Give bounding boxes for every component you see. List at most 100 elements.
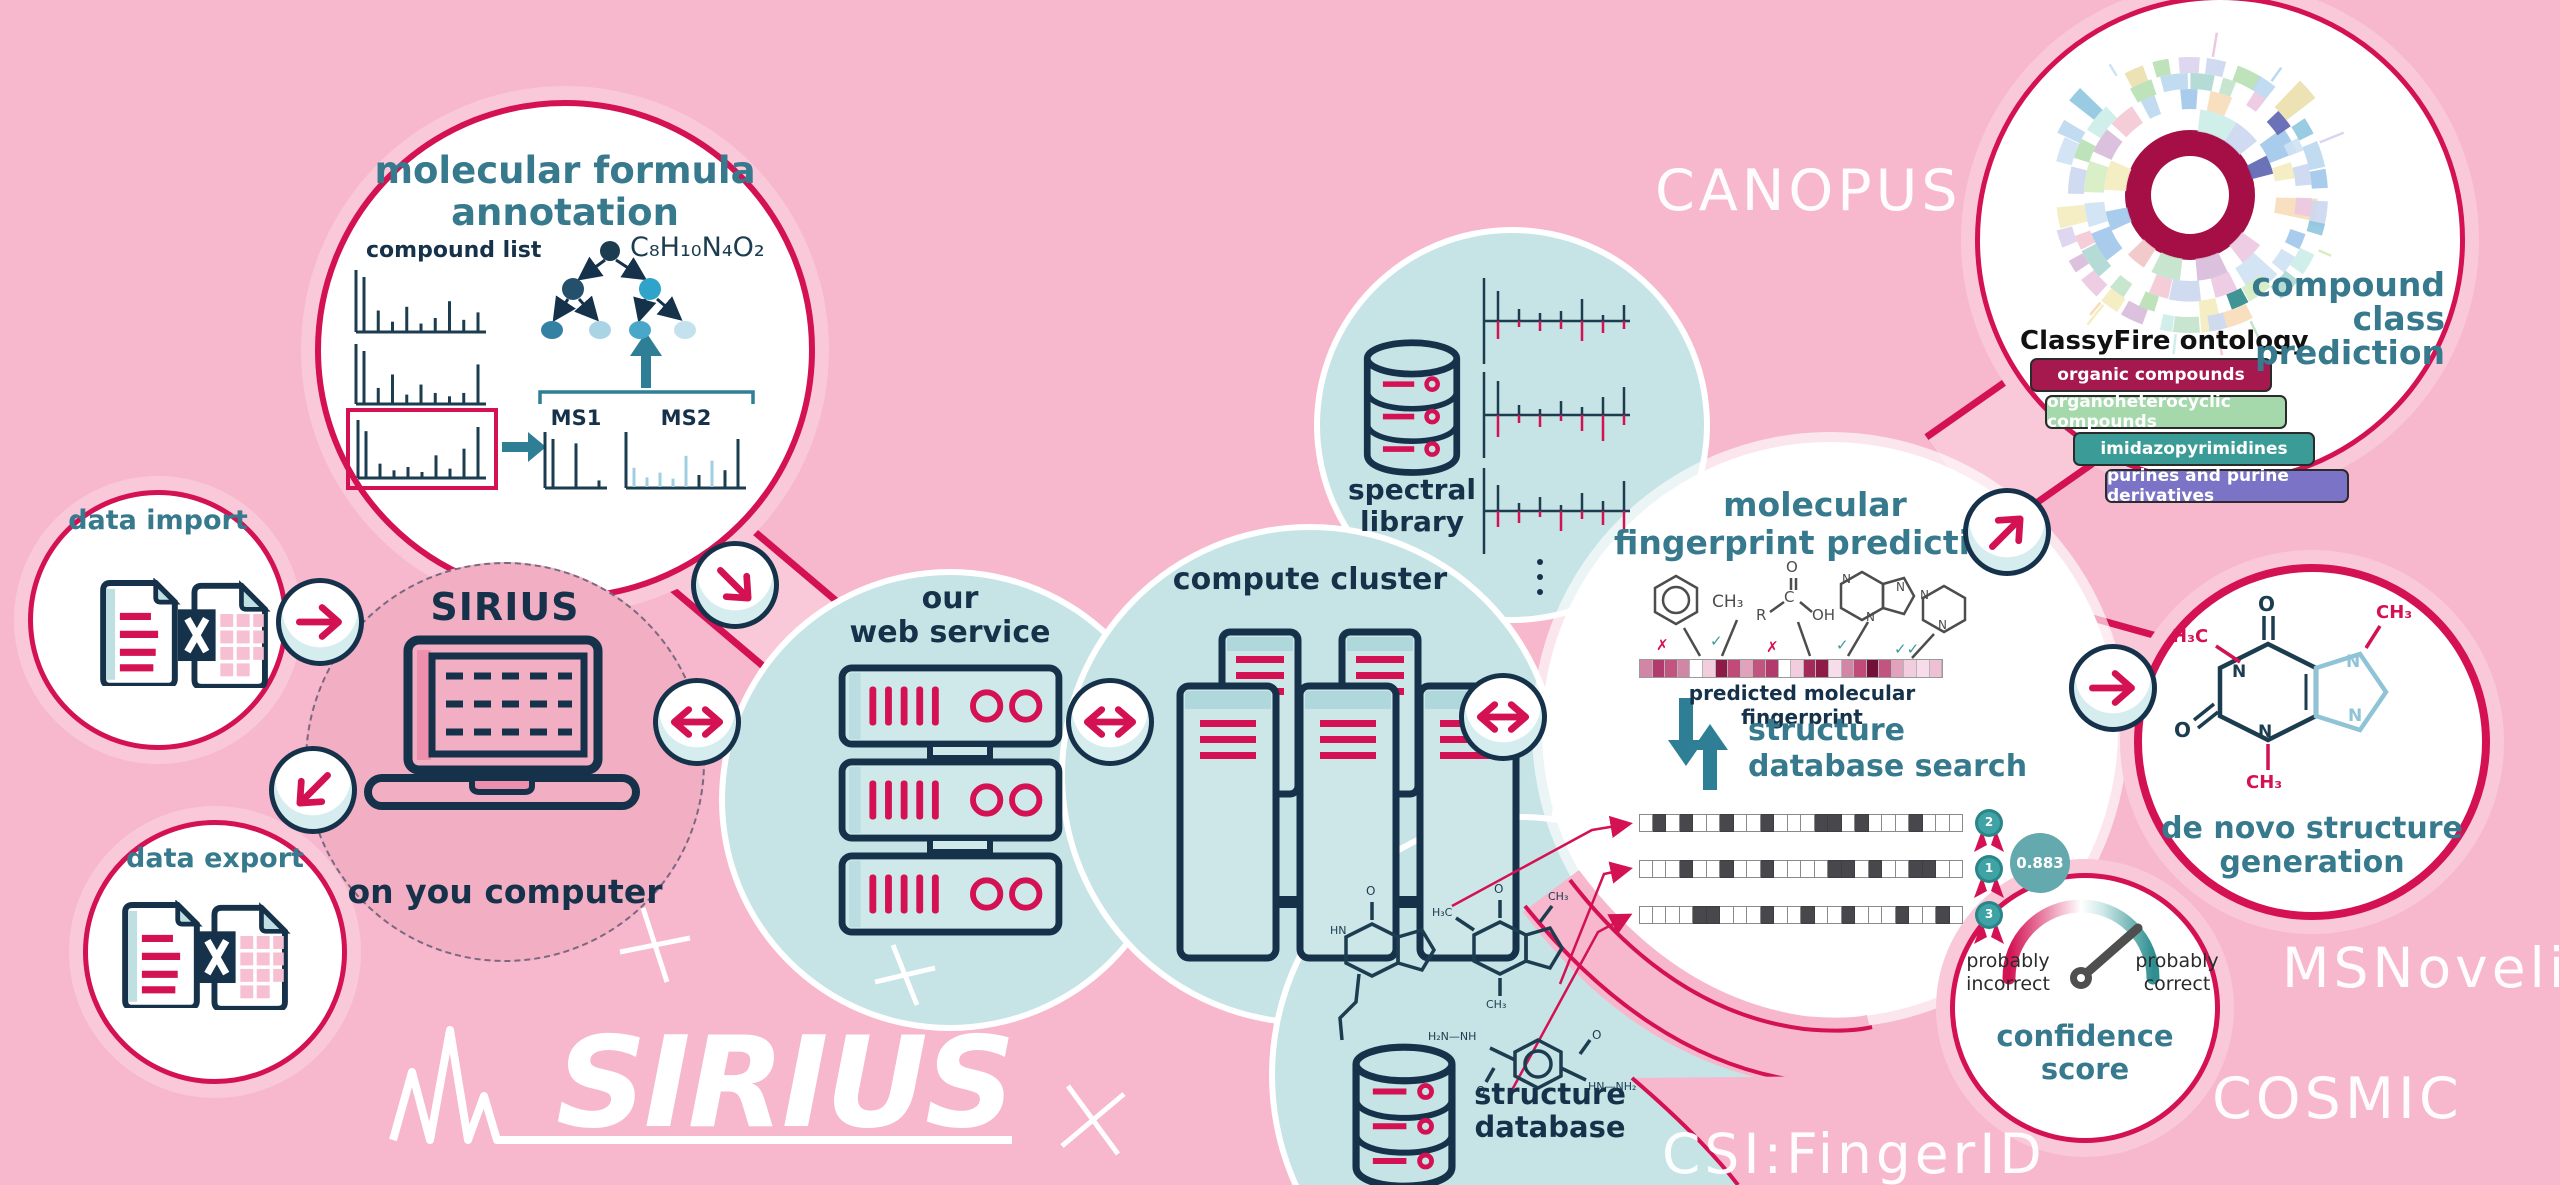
cross-mark: ✗ [1766, 638, 1779, 656]
fingerprint-bit [1747, 906, 1761, 924]
n-label: N [1920, 588, 1929, 602]
data-import-label: data import [68, 505, 248, 536]
fingerprint-bit [1733, 814, 1747, 832]
fingerprint-bit [1936, 814, 1950, 832]
probably-incorrect-label: probably incorrect [1966, 950, 2050, 995]
arrow-both-ways-icon [1066, 678, 1154, 766]
substructure-icons [1653, 570, 1967, 659]
ch3-label: CH₃ [1548, 890, 1569, 903]
compute-cluster-icon [1180, 632, 1516, 958]
spectral-library-label: spectral library [1348, 473, 1476, 538]
rank-badges [1974, 809, 2004, 944]
h2n-label: H₂N—NH [1428, 1030, 1477, 1043]
o-label: O [2258, 592, 2276, 616]
mirror-spectrum [1482, 372, 1630, 458]
hn-label: HN [1330, 924, 1347, 937]
compound-class-prediction-label: compound class prediction [2251, 265, 2445, 372]
fingerprint-bit [1922, 906, 1936, 924]
fingerprint-cell [1929, 660, 1943, 677]
arrow-down-right-icon [691, 541, 779, 629]
fingerprint-bit [1760, 860, 1774, 878]
ms1-chart [543, 432, 607, 490]
ellipsis-dots [1537, 559, 1543, 595]
fingerprint-cell [1652, 660, 1666, 677]
fingerprint-bit [1909, 814, 1923, 832]
fingerprint-bit [1720, 814, 1734, 832]
fingerprint-cell [1803, 660, 1817, 677]
n-label: N [1938, 618, 1947, 632]
fingerprint-cell [1640, 660, 1653, 677]
arrow-down-left-icon [269, 746, 357, 834]
fingerprint-bit [1841, 906, 1855, 924]
fingerprint-bit [1787, 906, 1801, 924]
o-label: O [1476, 1084, 1486, 1098]
fingerprint-bit [1855, 814, 1869, 832]
ch3-label: CH₃ [2246, 772, 2283, 793]
fingerprint-bit [1666, 814, 1680, 832]
fingerprint-bit [1814, 814, 1828, 832]
fingerprint-bit [1720, 860, 1734, 878]
cosmic-watermark: COSMIC [2212, 1066, 2463, 1132]
database-icon [1367, 343, 1457, 473]
rank-badge-label: 1 [1984, 861, 1994, 875]
server-stack-icon [842, 668, 1059, 932]
class-chip-organoheterocyclic: organoheterocyclic compounds [2045, 392, 2287, 432]
document-icon [125, 905, 197, 1008]
fingerprint-bit [1639, 906, 1653, 924]
h3c-label: H₃C [1432, 906, 1453, 919]
candidate-fingerprint-row [1639, 860, 1963, 878]
ch3-label: CH₃ [1486, 998, 1507, 1011]
fingerprint-bit [1666, 860, 1680, 878]
fingerprint-bit [1882, 860, 1896, 878]
arrow-right-icon [2069, 644, 2157, 732]
fingerprint-bit [1895, 906, 1909, 924]
n-label: N [1842, 572, 1851, 586]
fingerprint-bit [1720, 906, 1734, 924]
mirror-spectrum [1482, 468, 1630, 554]
check-mark: ✓ [1710, 632, 1723, 650]
rank-badge-label: 3 [1984, 907, 1994, 921]
canopus-watermark: CANOPUS [1655, 158, 1962, 224]
n-label: N [2346, 652, 2361, 672]
fingerprint-bit [1747, 814, 1761, 832]
fingerprint-bit [1814, 860, 1828, 878]
fingerprint-bit [1922, 814, 1936, 832]
fingerprint-cell [1904, 660, 1918, 677]
fingerprint-cell [1677, 660, 1691, 677]
fingerprint-cell [1854, 660, 1867, 677]
probably-correct-label: probably correct [2135, 950, 2219, 995]
data-export-label: data export [126, 843, 304, 874]
fingerprint-title: molecular fingerprint prediction [1613, 485, 2017, 562]
classyfire-ontology-title: ClassyFire ontology [2020, 326, 2309, 356]
caffeine-structure-icon [2192, 616, 2389, 770]
structure-search-title: structure database search [1748, 713, 2028, 784]
fingerprint-bit [1868, 814, 1882, 832]
fingerprint-bit [1868, 860, 1882, 878]
h3c-label: H₃C [2172, 626, 2209, 647]
fingerprint-bit [1801, 906, 1815, 924]
fingerprint-cell [1879, 660, 1892, 677]
fingerprint-bit [1679, 814, 1693, 832]
fingerprint-bit [1652, 860, 1666, 878]
fingerprint-bit [1639, 860, 1653, 878]
fingerprint-bit [1895, 814, 1909, 832]
fingerprint-cell [1791, 660, 1804, 677]
fingerprint-bit [1774, 814, 1788, 832]
confidence-gauge-icon [2002, 899, 2160, 989]
fingerprint-bit [1882, 814, 1896, 832]
fingerprint-cell [1866, 660, 1880, 677]
fingerprint-bit [1679, 860, 1693, 878]
fingerprint-bit [1801, 814, 1815, 832]
fingerprint-bit [1639, 814, 1653, 832]
fingerprint-bit [1909, 906, 1923, 924]
fingerprint-bit [1760, 814, 1774, 832]
msnovelist-watermark: MSNovelist [2282, 936, 2560, 1000]
fingerprint-bit [1774, 860, 1788, 878]
fingerprint-cell [1816, 660, 1829, 677]
fingerprint-bit [1828, 906, 1842, 924]
fingerprint-bit [1679, 906, 1693, 924]
confidence-score-title: confidence score [1996, 1019, 2174, 1086]
fingerprint-bit [1882, 906, 1896, 924]
excel-icon [178, 586, 265, 687]
